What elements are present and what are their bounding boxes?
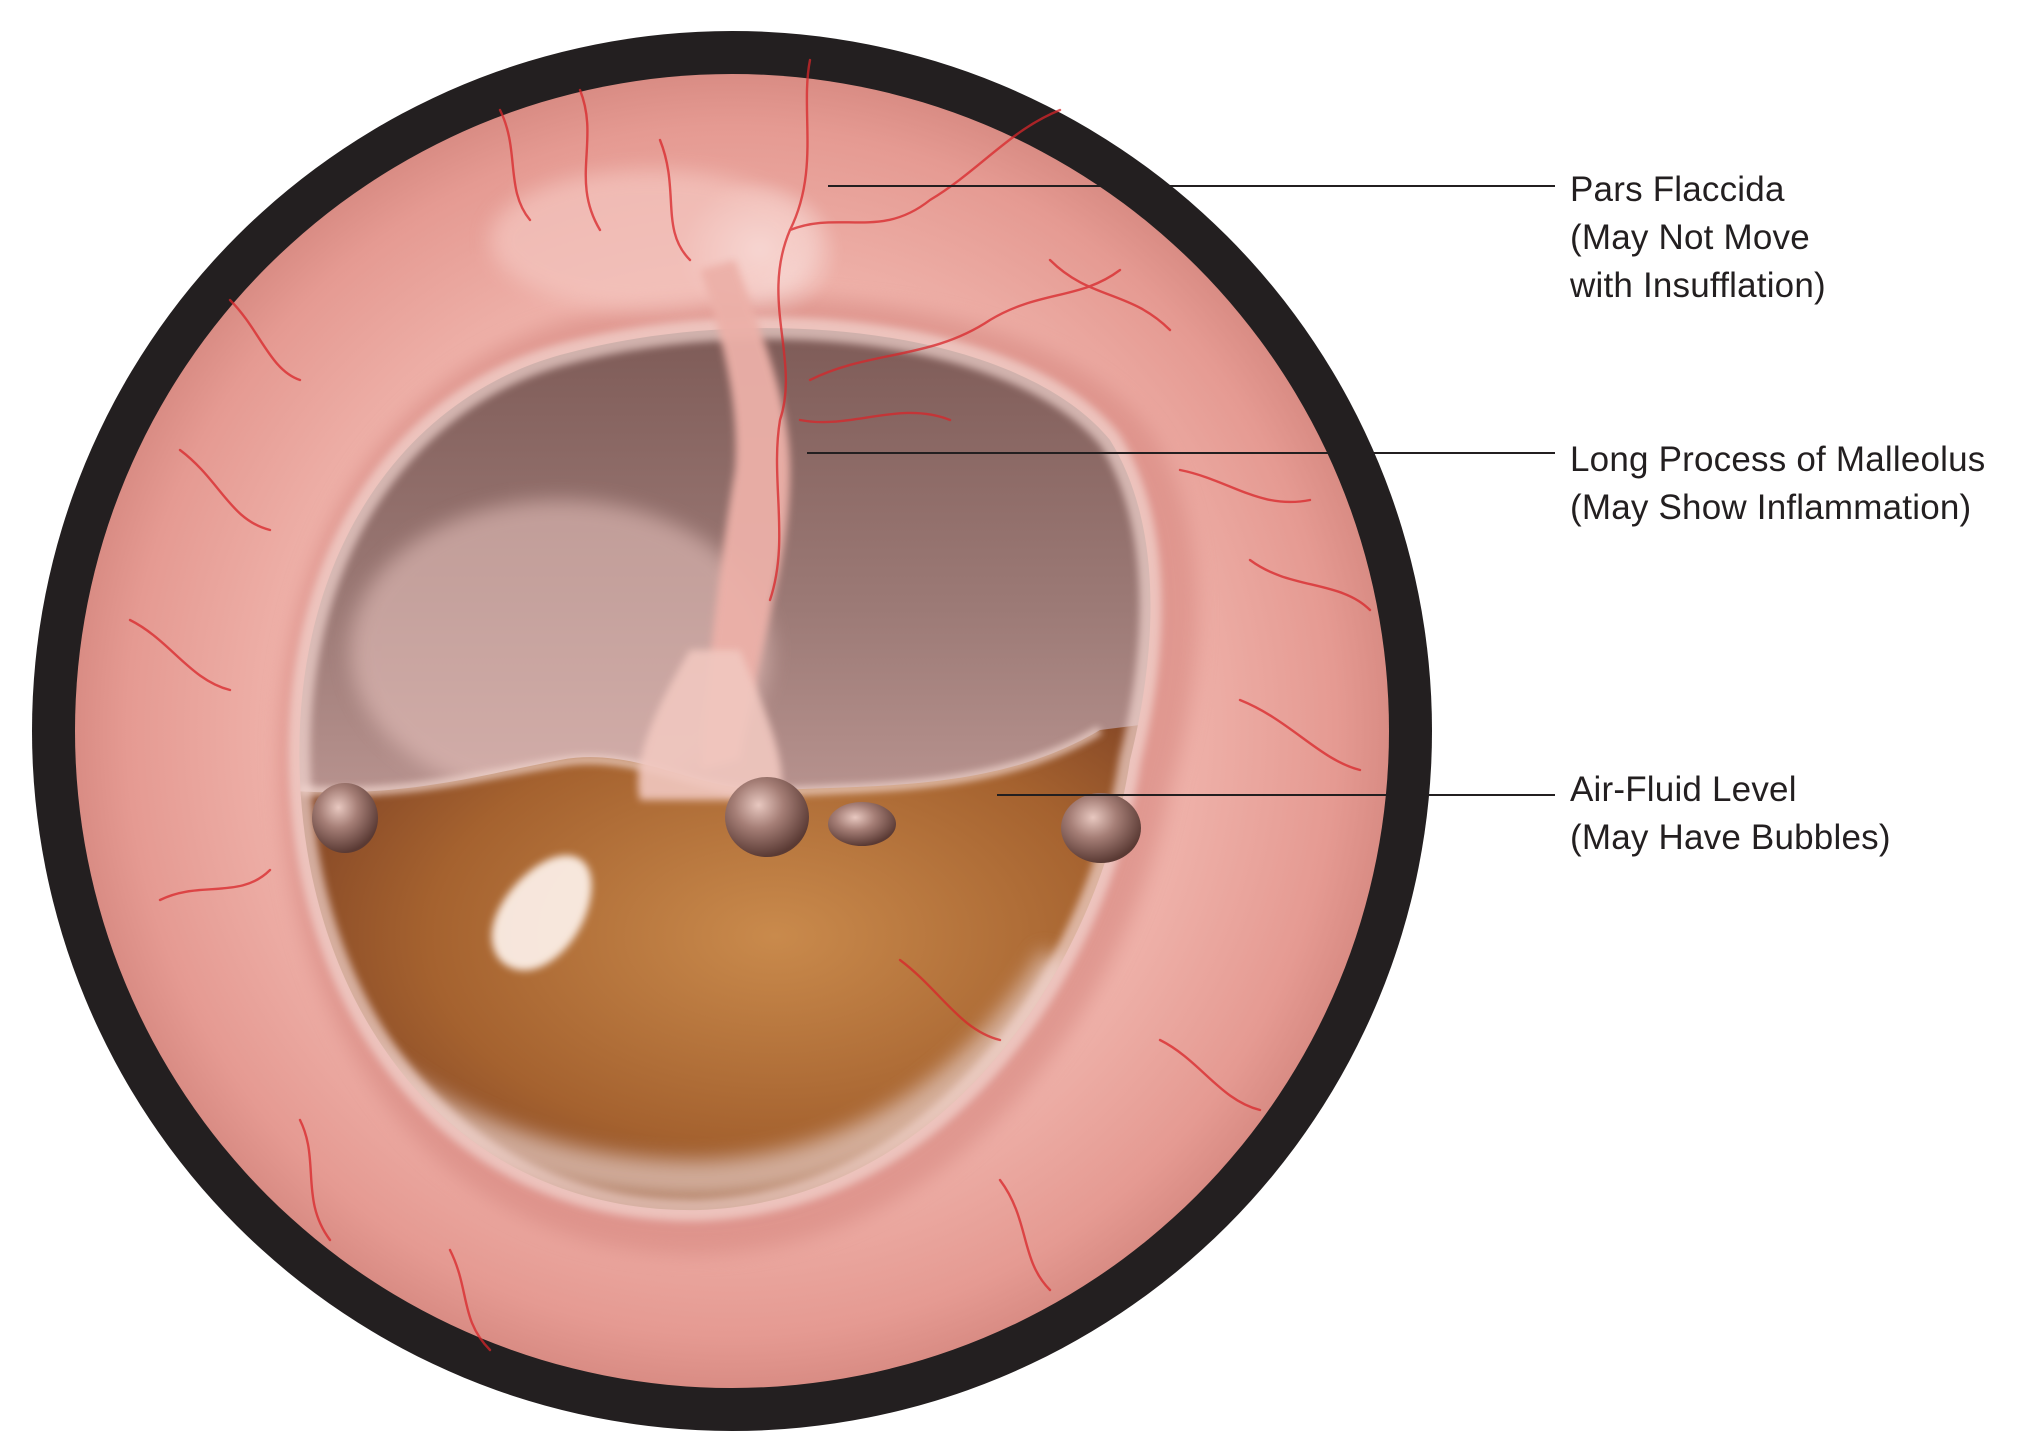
- label-pars-flaccida-note-1: (May Not Move: [1570, 218, 1810, 257]
- bubble-4: [1061, 793, 1141, 863]
- bubble-2: [725, 777, 809, 857]
- label-long-process-note: (May Show Inflammation): [1570, 488, 1972, 527]
- label-air-fluid-note: (May Have Bubbles): [1570, 818, 1891, 857]
- bubble-1: [312, 783, 378, 853]
- fluid-highlight: [491, 855, 592, 971]
- bubble-3: [828, 802, 896, 846]
- blood-vessels: [128, 58, 1372, 1352]
- umbo: [638, 650, 782, 800]
- label-long-process: Long Process of Malleolus (May Show Infl…: [1570, 436, 1986, 532]
- pars-fold: [490, 170, 810, 310]
- label-pars-flaccida: Pars Flaccida (May Not Move with Insuffl…: [1570, 166, 1826, 310]
- label-long-process-title: Long Process of Malleolus: [1570, 440, 1986, 479]
- drum-outline: [288, 317, 1162, 1222]
- label-pars-flaccida-title: Pars Flaccida: [1570, 170, 1785, 209]
- malleolus-long-process: [700, 260, 790, 770]
- label-air-fluid-title: Air-Fluid Level: [1570, 770, 1797, 809]
- label-air-fluid: Air-Fluid Level (May Have Bubbles): [1570, 766, 1891, 862]
- label-pars-flaccida-note-2: with Insufflation): [1570, 266, 1826, 305]
